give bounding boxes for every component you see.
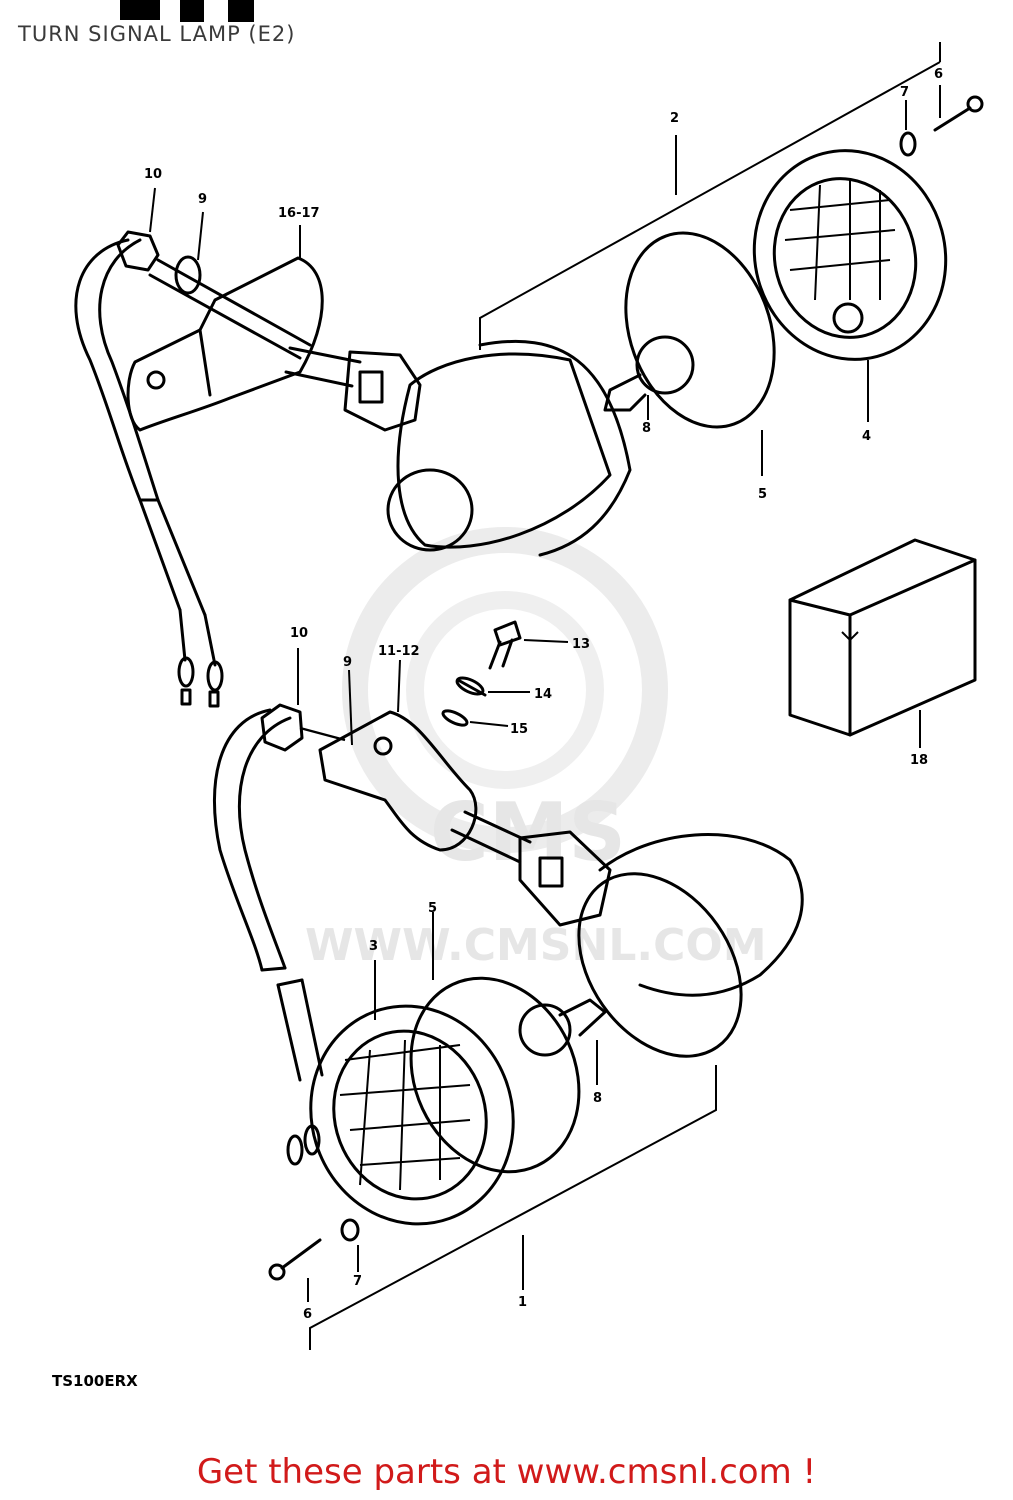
- lower-turn-signal-assembly: [213, 703, 804, 1281]
- small-fasteners: [441, 620, 522, 727]
- callout-3: 3: [369, 939, 378, 954]
- callout-11-12: 11-12: [378, 644, 420, 659]
- callout-9-lower: 9: [343, 655, 352, 670]
- callout-18: 18: [910, 753, 928, 768]
- callout-8-lower: 8: [593, 1091, 602, 1106]
- model-code: TS100ERX: [52, 1372, 138, 1390]
- callout-5-upper: 5: [758, 487, 767, 502]
- page-title: TURN SIGNAL LAMP (E2): [18, 22, 296, 46]
- callout-16-17: 16-17: [278, 206, 320, 221]
- callout-4: 4: [862, 429, 871, 444]
- callout-14: 14: [534, 687, 552, 702]
- leader-lines: [149, 42, 941, 1350]
- callout-6-upper: 6: [934, 67, 943, 82]
- callout-10-lower: 10: [290, 626, 308, 641]
- header-fragment-graphic: [120, 0, 254, 22]
- callout-15: 15: [510, 722, 528, 737]
- watermark-url: WWW.CMSNL.COM: [305, 920, 767, 971]
- watermark-logo-text: CMS: [430, 786, 626, 879]
- callout-8-upper: 8: [642, 421, 651, 436]
- callout-13: 13: [572, 637, 590, 652]
- callout-6-lower: 6: [303, 1307, 312, 1322]
- callout-7-upper: 7: [900, 85, 909, 100]
- callout-7-lower: 7: [353, 1274, 362, 1289]
- cms-watermark: CMS WWW.CMSNL.COM: [305, 527, 767, 971]
- callout-9-upper: 9: [198, 192, 207, 207]
- callout-10-upper: 10: [144, 167, 162, 182]
- callout-1: 1: [518, 1295, 527, 1310]
- callout-2: 2: [670, 111, 679, 126]
- callout-5-lower: 5: [428, 901, 437, 916]
- flasher-relay: [788, 538, 977, 737]
- footer-link[interactable]: Get these parts at www.cmsnl.com !: [196, 1452, 817, 1492]
- callout-labels: 2 6 7 10 9 16-17 8 4 5 13 14 15 10 9 11-…: [144, 67, 943, 1322]
- upper-turn-signal-assembly: [74, 95, 984, 708]
